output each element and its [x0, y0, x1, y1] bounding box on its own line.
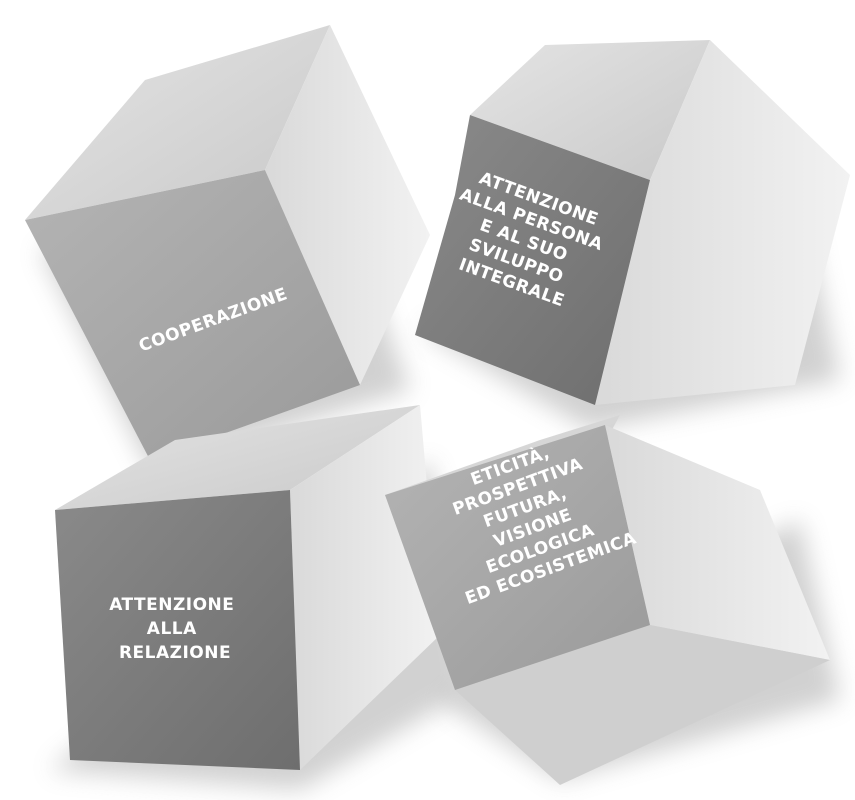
cube-label-line: RELAZIONE	[119, 643, 231, 663]
cube-relazione: ATTENZIONE ALLA RELAZIONE	[50, 405, 470, 790]
cube-persona-front	[415, 115, 650, 405]
cube-cooperazione: COOPERAZIONE	[25, 25, 430, 470]
cube-eticita: ETICITÀ, PROSPETTIVA FUTURA, VISIONE ECO…	[385, 415, 840, 785]
cube-cooperazione-side	[265, 25, 430, 385]
cube-label-line: ALLA	[147, 619, 197, 639]
cube-persona-top	[470, 40, 710, 180]
cube-cooperazione-top	[25, 25, 330, 220]
cube-label-line: ATTENZIONE	[109, 595, 234, 615]
cube-relazione-label: ATTENZIONE ALLA RELAZIONE	[109, 595, 241, 663]
cube-relazione-front	[55, 490, 300, 770]
cube-persona-side	[595, 40, 850, 405]
cube-eticita-bottom	[455, 625, 830, 785]
cube-eticita-front	[385, 425, 650, 690]
cube-eticita-top	[385, 415, 620, 495]
cube-cooperazione-front	[25, 170, 360, 460]
cube-eticita-side	[605, 425, 830, 660]
cube-persona: ATTENZIONE ALLA PERSONA E AL SUO SVILUPP…	[415, 40, 850, 430]
cube-relazione-top	[55, 405, 420, 510]
